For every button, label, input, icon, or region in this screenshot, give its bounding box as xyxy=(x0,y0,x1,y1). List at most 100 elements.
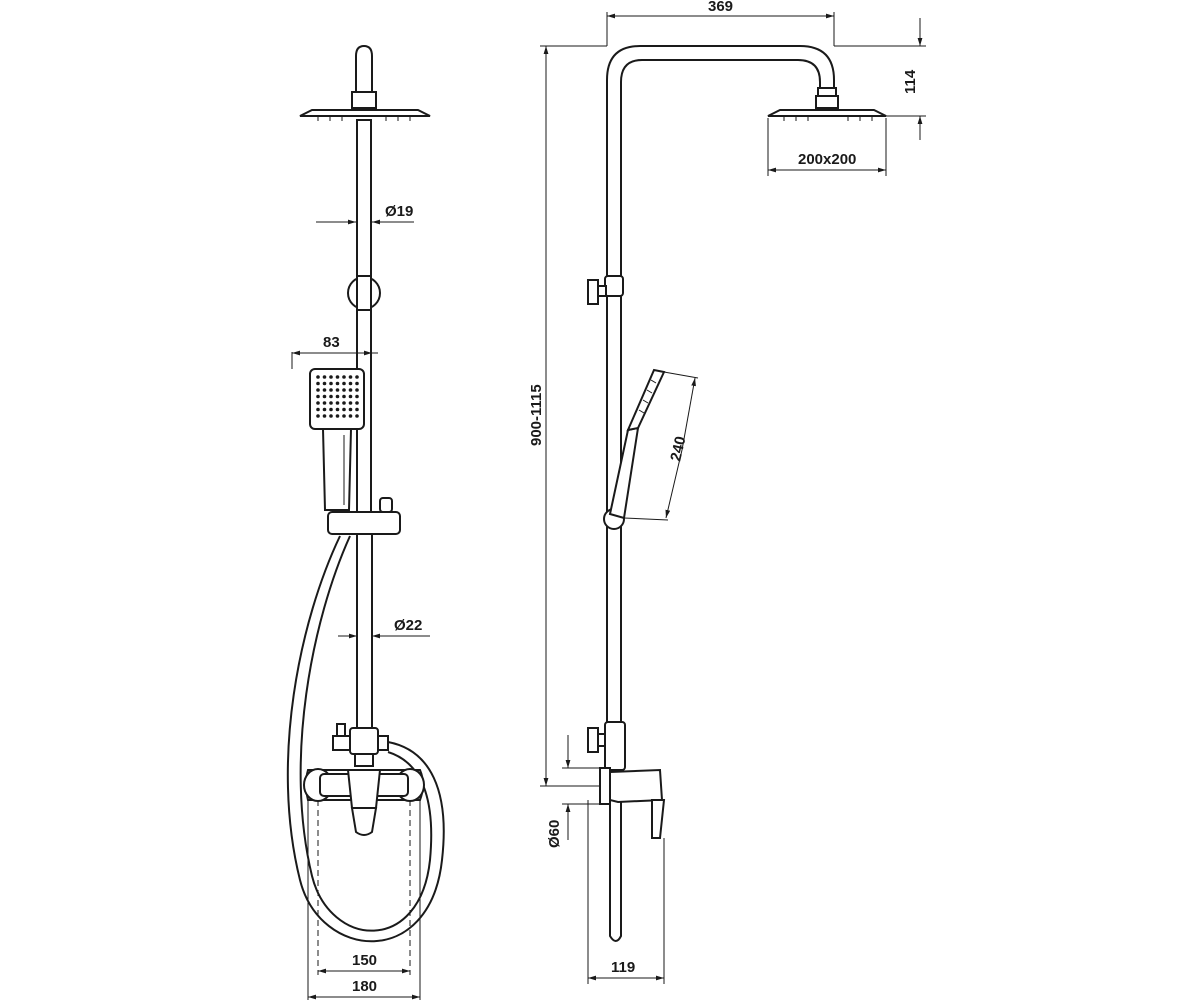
dim-rod-bottom-diameter: Ø22 xyxy=(394,617,422,634)
nozzle-dot xyxy=(316,401,320,405)
nozzle-dot xyxy=(348,394,353,399)
shower-rod-lower xyxy=(356,533,373,731)
nozzle-dot xyxy=(342,388,346,392)
nozzle-dot xyxy=(355,414,359,418)
dim-head-drop: 114 xyxy=(902,69,919,94)
nozzle-dot xyxy=(322,407,327,412)
mixer-lever xyxy=(350,807,378,836)
nozzle-dot xyxy=(355,407,359,412)
dim-hand-shower-length: 240 xyxy=(667,435,689,463)
nozzle-dot xyxy=(322,388,327,392)
side-head-nozzles xyxy=(783,116,873,121)
mixer-neck xyxy=(354,753,374,767)
nozzle-dot xyxy=(329,388,333,392)
nozzle-dot xyxy=(348,414,353,418)
side-view: 369 114 200x200 900-1115 240 Ø60 xyxy=(528,0,926,984)
nozzle-dot xyxy=(329,401,333,405)
nozzle-dot xyxy=(348,401,353,405)
nozzle-dot xyxy=(348,388,353,392)
side-mixer-lever xyxy=(651,799,666,839)
nozzle-dot xyxy=(322,414,327,418)
nozzle-dot xyxy=(316,381,320,386)
side-diverter-screw xyxy=(597,733,606,747)
side-arm-joint xyxy=(604,275,624,297)
dim-mixer-spacing: 150 xyxy=(352,952,377,969)
nozzle-dot xyxy=(316,414,320,418)
nozzle-dot xyxy=(355,375,359,379)
nozzle-dot xyxy=(329,414,333,418)
side-bracket-screw xyxy=(597,285,607,297)
nozzle-dot xyxy=(316,375,320,379)
side-wall-bracket xyxy=(587,279,599,305)
nozzle-dot xyxy=(342,394,346,399)
nozzle-dot xyxy=(355,401,359,405)
nozzle-dot xyxy=(348,381,353,386)
hand-shower-handle xyxy=(321,428,353,511)
diverter xyxy=(349,727,379,755)
nozzle-dot xyxy=(342,401,346,405)
dim-hand-shower-width: 83 xyxy=(323,334,340,351)
slider-knob xyxy=(379,497,393,513)
nozzle-dot xyxy=(335,407,340,412)
nozzle-dot xyxy=(335,401,340,405)
head-nut xyxy=(815,95,839,109)
nozzle-dot xyxy=(322,394,327,399)
side-hand-shower-head xyxy=(626,368,666,432)
nozzle-dot xyxy=(335,414,340,418)
nozzle-dot xyxy=(329,381,333,386)
nozzle-dot xyxy=(342,407,346,412)
nozzle-dot xyxy=(322,375,327,379)
dim-rod-top-diameter: Ø19 xyxy=(385,203,413,220)
nozzle-dot xyxy=(355,388,359,392)
nozzle-dot xyxy=(342,414,346,418)
nozzle-dot xyxy=(355,381,359,386)
nozzle-dot xyxy=(348,407,353,412)
nozzle-dot xyxy=(316,407,320,412)
nozzle-dot xyxy=(335,394,340,399)
rod-top-cap xyxy=(355,44,373,92)
dim-height-range: 900-1115 xyxy=(528,384,545,446)
shower-hose-inner xyxy=(299,535,433,932)
nozzle-dot xyxy=(329,375,333,379)
side-hand-nozzles xyxy=(638,379,657,414)
side-mixer-flange xyxy=(599,767,611,805)
side-diverter-bracket xyxy=(587,727,599,753)
head-nut-top xyxy=(817,87,837,97)
nozzle-dot xyxy=(316,394,320,399)
dim-arm-reach: 369 xyxy=(708,0,733,15)
head-connector xyxy=(351,91,377,109)
diverter-knob xyxy=(336,723,346,737)
hose-connector xyxy=(377,735,389,751)
overhead-arm-outer xyxy=(606,45,835,282)
side-mixer-body xyxy=(609,768,664,804)
nozzle-dot xyxy=(355,394,359,399)
dim-wall-depth: 119 xyxy=(611,959,635,976)
side-diverter xyxy=(604,721,626,771)
side-shower-head xyxy=(767,109,887,117)
nozzle-dot xyxy=(335,375,340,379)
mixer-lever-base xyxy=(346,769,382,812)
shower-rod-upper xyxy=(356,119,372,521)
nozzle-dot xyxy=(342,381,346,386)
hand-shower-nozzles xyxy=(316,375,359,418)
nozzle-dot xyxy=(316,388,320,392)
dim-mixer-width: 180 xyxy=(352,978,377,995)
shower-hose xyxy=(286,535,445,943)
nozzle-dot xyxy=(329,407,333,412)
nozzle-dot xyxy=(342,375,346,379)
nozzle-dot xyxy=(329,394,333,399)
dim-outlet-diameter: Ø60 xyxy=(546,820,563,848)
nozzle-dot xyxy=(348,375,353,379)
dim-head-size: 200x200 xyxy=(798,151,856,168)
shower-slider xyxy=(327,511,401,535)
overhead-arm-inner xyxy=(620,59,821,282)
nozzle-dot xyxy=(322,401,327,405)
head-nozzles xyxy=(317,116,411,121)
front-view: Ø19 83 Ø22 150 180 xyxy=(286,44,445,1000)
wall-bracket-clamp xyxy=(356,275,372,311)
nozzle-dot xyxy=(335,381,340,386)
nozzle-dot xyxy=(322,381,327,386)
rain-shower-head xyxy=(299,109,431,117)
